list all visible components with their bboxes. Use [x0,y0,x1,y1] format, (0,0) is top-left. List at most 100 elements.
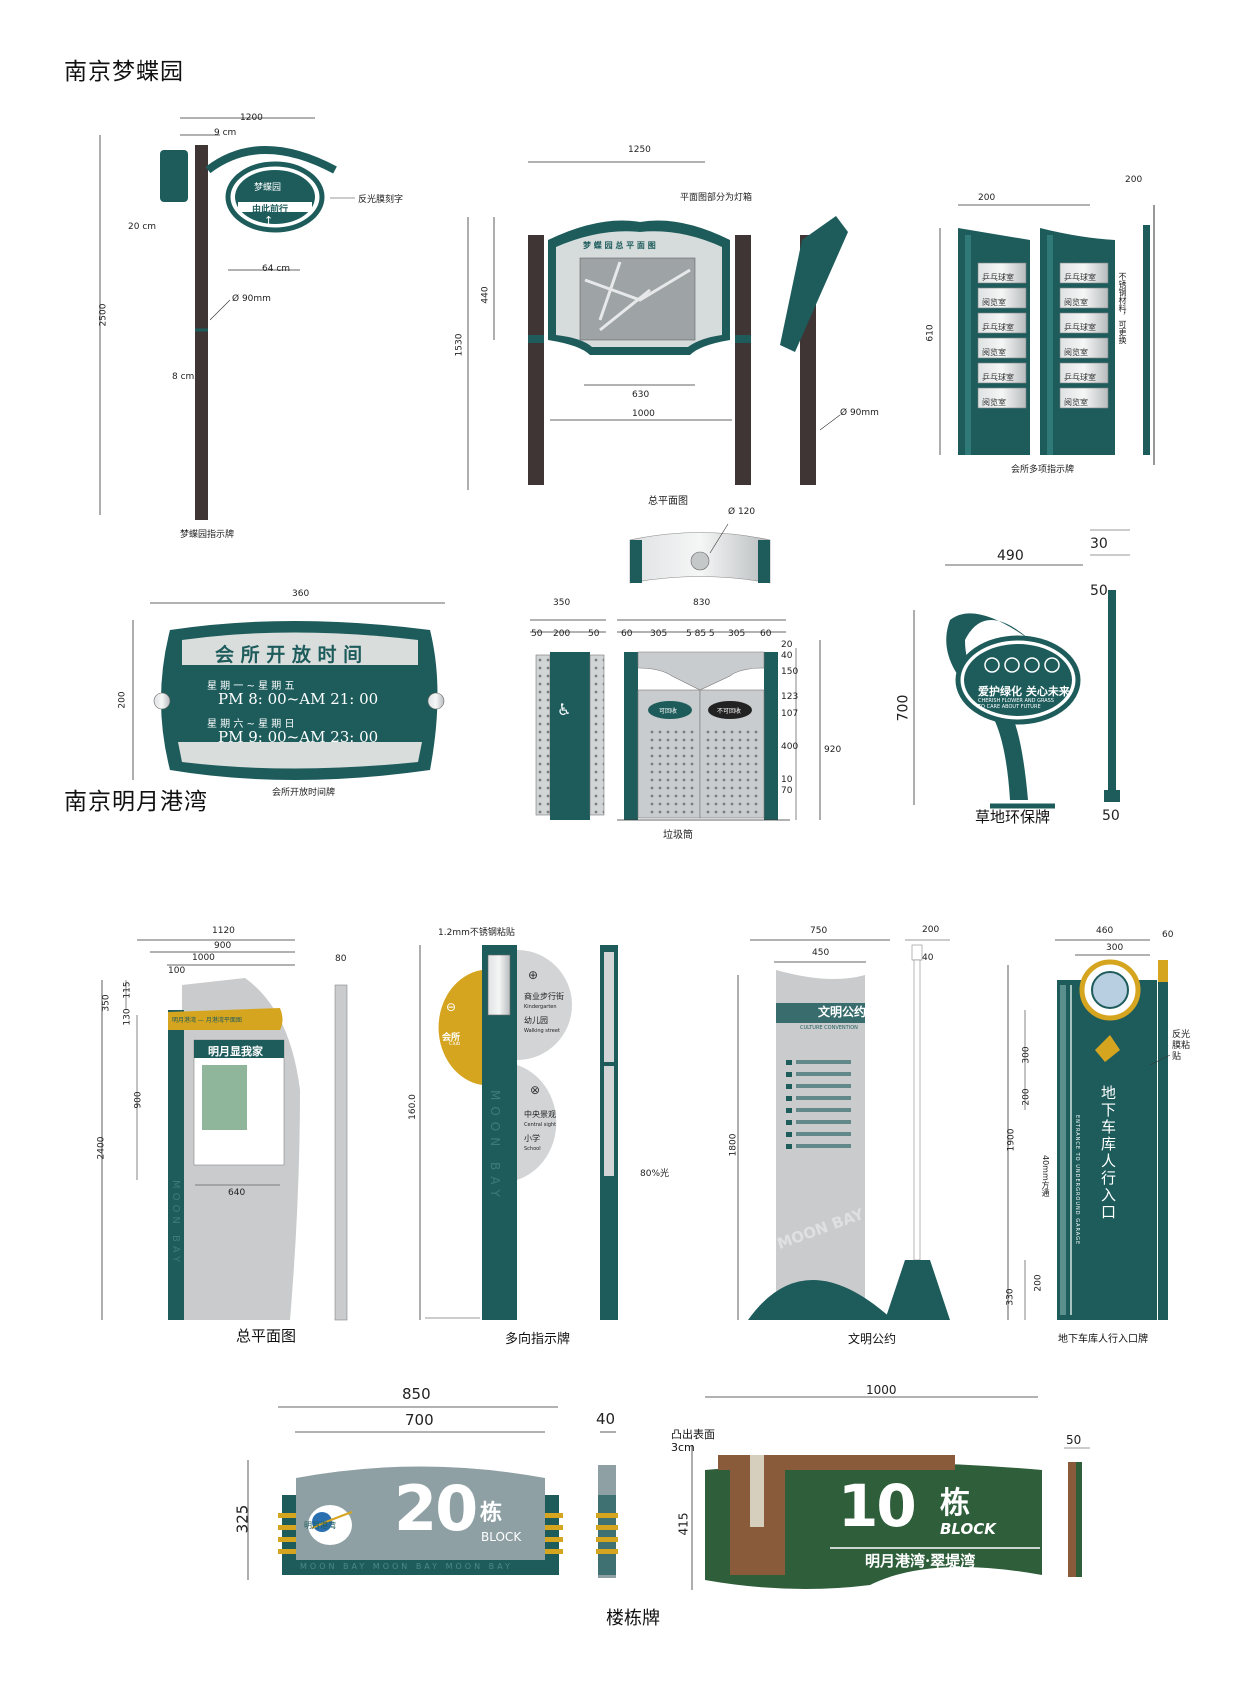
hours-row1-time: PM 8: 00~AM 21: 00 [218,690,379,708]
hours-row2-time: PM 9: 00~AM 23: 00 [218,728,379,746]
garage-caption: 地下车库人行入口牌 [1058,1334,1148,1345]
multi-rb-1-en: Central sight [524,1122,557,1128]
lawn-slogan-en: CHERISH FLOWER AND GRASS TO CARE ABOUT F… [978,698,1054,710]
club-row-5: 乒乓球室 [982,373,1014,382]
club-arrow-icon: ⊖ [446,1000,457,1014]
club-sign-width-side: 200 [1125,175,1143,185]
garage-height-200a: 200 [1021,1088,1032,1106]
block-a-unit: 栋 [480,1501,503,1526]
block-sign-b-drawing [691,1396,1090,1590]
bin-side-dim-2: 200 [553,629,571,639]
map-board-note: 平面图部分为灯箱 [680,193,753,203]
ms2-width-900: 900 [214,941,232,951]
ms2-width-1120: 1120 [212,926,235,936]
sign1-caption: 梦蝶园指示牌 [180,530,235,540]
bin-caption: 垃圾筒 [663,830,693,841]
bin-h-20: 20 [781,640,793,650]
block-a-height-325: 325 [233,1504,252,1534]
multi-rb-2-en: School [524,1146,541,1152]
block-a-width-700: 700 [405,1411,434,1429]
garage-note-reflect: 反光膜粘贴 [1172,1030,1191,1062]
map-board-drawing [467,161,848,490]
sign1-width-8: 8 cm [172,372,195,382]
bin-front-dim-2: 305 [650,629,668,639]
bin-drawing [530,523,821,821]
sign1-direction: 由此前行 [252,205,289,215]
multi-height-1600: 160.0 [407,1094,418,1120]
civic-title: 文明公约 [818,1005,867,1019]
club-sign-vertical-a: BUTTERFLY GARDEN [949,250,957,354]
multi-right-bottom: 中央景观 Central sight 小学 School [524,1110,556,1154]
bin-width-830: 830 [693,598,711,608]
hours-board-drawing [132,602,445,780]
club-row-1: 乒乓球室 [982,273,1014,282]
hours-board-height-200: 200 [117,691,128,709]
multi-rt-1-en: Kindergarten [524,1004,557,1010]
club-row-3: 乒乓球室 [982,323,1014,332]
sign1-width-total: 1200 [240,113,263,123]
hours-row2-day: 星 期 六 ~ 星 期 日 [207,719,295,730]
garage-width-60: 60 [1162,930,1174,940]
multi-sign-drawing [419,945,618,1320]
lawn-dim-50b: 50 [1102,808,1120,824]
bin-side-dim-3: 50 [588,629,600,639]
garage-width-300: 300 [1106,943,1124,953]
sign1-pipe-diameter: Ø 90mm [232,294,271,304]
club-row-r3: 乒乓球室 [1064,323,1096,332]
bin-h-123: 123 [781,692,799,702]
bin-side-dim-1: 50 [531,629,543,639]
map-board-width-1000: 1000 [632,409,655,419]
garage-width-460: 460 [1096,926,1114,936]
ms2-width-640: 640 [228,1188,246,1198]
hours-row1-day: 星 期 一 ~ 星 期 五 [207,681,295,692]
civic-width-750: 750 [810,926,828,936]
multi-note-top: 1.2mm不锈钢粘贴 [438,928,515,938]
civic-caption: 文明公约 [848,1332,897,1346]
ms2-width-100: 100 [168,966,186,976]
club-sign-material-note: 不锈钢材料，可更换 [1118,272,1127,344]
civic-width-200: 200 [922,925,940,935]
multi-rt-2-en: Walking street [524,1028,560,1034]
club-sign-rows-left: 乒乓球室 阅览室 乒乓球室 阅览室 乒乓球室 阅览室 [982,265,1014,415]
ms2-banner: 明月港湾 — 月港湾平面图 [172,1017,242,1024]
ms2-width-80: 80 [335,954,347,964]
bin-front-dim-5: 60 [760,629,772,639]
block-sign-a-drawing [247,1406,618,1580]
map-board-width-1250: 1250 [628,145,651,155]
right-arrow-icon: ⊕ [528,968,539,982]
block-a-footer: MOON BAY MOON BAY MOON BAY [300,1562,513,1571]
bin-width-350: 350 [553,598,571,608]
bin-height-dims: 20 40 150 123 107 400 10 70 [781,640,798,797]
map-board-height-440: 440 [480,286,491,304]
multi-note-bar: 80%光 [640,1169,670,1179]
sign1-width-9: 9 cm [214,128,237,138]
bin-top-diameter: Ø 120 [728,507,756,517]
lawn-dim-50a: 50 [1090,583,1108,599]
multi-caption: 多向指示牌 [505,1332,571,1347]
club-row-r2: 阅览室 [1064,298,1088,307]
sign1-drawing [99,117,355,520]
map-board-pipe: Ø 90mm [840,408,879,418]
map-board-height-1530: 1530 [454,333,465,357]
block-b-number: 10 [838,1472,917,1540]
ms2-vertical: MOON BAY [170,1180,181,1267]
bin-front-dim-4: 305 [728,629,746,639]
hours-board-width-360: 360 [292,589,310,599]
club-row-r6: 阅览室 [1064,398,1088,407]
section-title-mengdie: 南京梦蝶园 [64,59,184,85]
lawn-slogan: 爱护绿化 关心未来 [978,685,1070,698]
club-row-2: 阅览室 [982,298,1006,307]
garage-height-300: 300 [1021,1046,1032,1064]
bin-h-10: 10 [781,775,793,785]
sign1-width-64: 64 cm [262,264,291,274]
multi-club-en: Club [449,1041,461,1047]
trash-person-icon: ♿ [557,700,572,719]
bin-h-40: 40 [781,651,793,661]
block-b-unit: 栋 [940,1486,970,1521]
multi-rb-2: 小学 [524,1134,540,1143]
civic-width-40: 40 [922,953,934,963]
bin-front-dim-3: 5 85 5 [686,629,715,639]
bin-h-400: 400 [781,742,799,752]
civic-sub: CULTURE CONVENTION [800,1025,858,1031]
hours-board-title: 会 所 开 放 时 间 [215,644,363,666]
